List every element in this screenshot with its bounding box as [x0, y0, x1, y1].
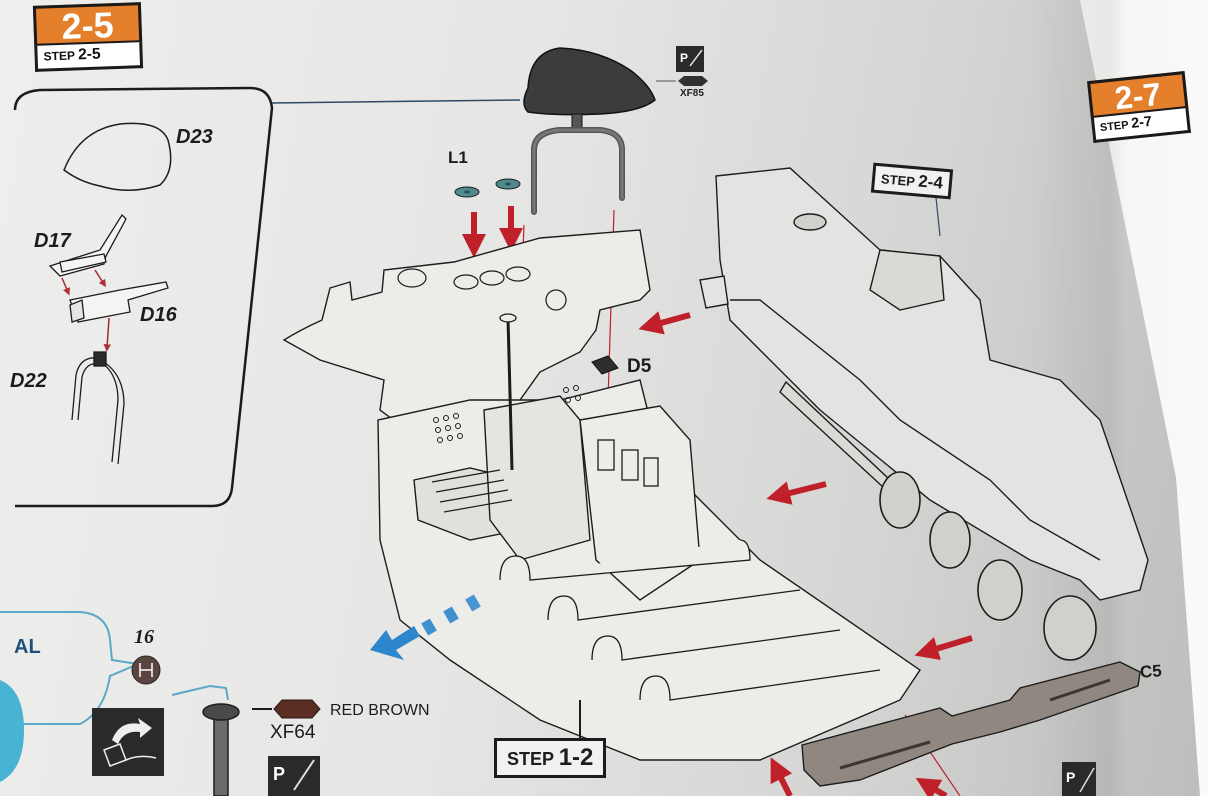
- label-d5: D5: [627, 356, 652, 377]
- label-d16: D16: [140, 304, 177, 326]
- callout-connector: [171, 685, 211, 696]
- step-number: 2-7: [1130, 113, 1153, 133]
- paint-code-xf64: XF64: [270, 722, 316, 743]
- seat-back-panels: [597, 439, 659, 487]
- label-d17: D17: [34, 230, 71, 252]
- gear-shift-icon: [131, 655, 161, 685]
- step-ref-1-2: STEP 1-2: [494, 738, 607, 778]
- part-d16: [69, 281, 169, 323]
- svg-text:P: P: [680, 51, 688, 65]
- step-badge-next: 2-7 STEP 2-7: [1087, 71, 1191, 143]
- floor-grate: [431, 469, 513, 513]
- step-badge-number: 2-5: [32, 2, 143, 47]
- leader-line: [271, 99, 521, 104]
- subassembly-box: [13, 86, 521, 508]
- label-d22: D22: [10, 370, 47, 392]
- part-l1-discs: [454, 178, 521, 198]
- step-number: 1-2: [558, 744, 594, 771]
- step-number: 2-5: [77, 45, 101, 63]
- airbrush-icon: [676, 46, 704, 72]
- seat-part: [523, 47, 656, 215]
- control-lever: [499, 313, 517, 471]
- flip-over-icon: [92, 708, 164, 776]
- road-wheels: [879, 471, 1097, 661]
- step-badge-label: STEP 2-5: [34, 41, 144, 72]
- step-word: STEP: [507, 749, 554, 769]
- chassis-main: [282, 229, 921, 761]
- part-d22-frame: [71, 351, 125, 465]
- step-number: 2-4: [917, 171, 944, 193]
- step-word: STEP: [1099, 119, 1130, 135]
- step-word: STEP: [880, 171, 916, 190]
- vent-holes: [433, 385, 581, 443]
- hand-lever-part: [202, 699, 321, 796]
- blue-direction-arrow: [370, 594, 481, 660]
- step-badge-current: 2-5 STEP 2-5: [32, 2, 144, 72]
- assembly-arrows-red: [462, 206, 973, 796]
- paint-chip-xf64: [273, 699, 321, 719]
- hull-assembly-step-2-4: [699, 167, 1149, 601]
- svg-text:P: P: [1066, 769, 1075, 785]
- label-d23: D23: [176, 126, 213, 148]
- callout-partial-text: AL: [14, 636, 41, 658]
- airbrush-icon-xf64: P: [268, 756, 320, 796]
- part-d5: [591, 355, 619, 375]
- callout-bubble: [0, 611, 142, 782]
- part-d17: [48, 213, 127, 277]
- callout-number: 16: [134, 626, 154, 648]
- paint-code-xf85: XF85: [680, 88, 704, 99]
- label-l1: L1: [448, 148, 468, 167]
- paint-chip-xf85: P: [656, 46, 708, 86]
- part-c5: [801, 661, 1141, 787]
- dashboard-gauges: [397, 266, 567, 311]
- step-word: STEP: [43, 48, 75, 64]
- label-c5: C5: [1139, 661, 1163, 682]
- airbrush-icon-c5: P: [1062, 762, 1096, 796]
- part-d23-seat-outline: [63, 122, 172, 191]
- track-rollers: [499, 539, 881, 701]
- svg-text:P: P: [273, 764, 285, 784]
- paint-name-red-brown: RED BROWN: [330, 702, 430, 719]
